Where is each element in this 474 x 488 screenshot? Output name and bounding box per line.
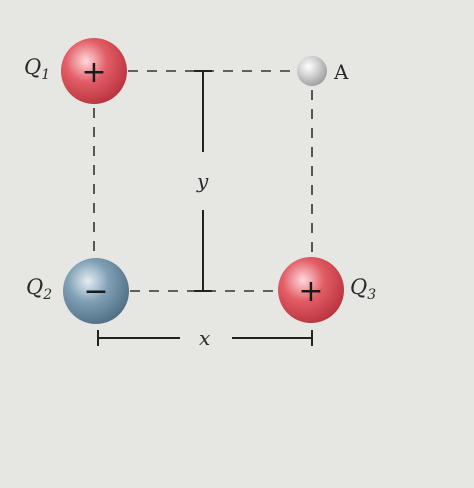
y-dimension-label: y xyxy=(196,169,209,193)
charge-q3: + xyxy=(278,257,344,323)
point-a xyxy=(297,56,327,86)
x-dimension-label: x xyxy=(199,326,210,350)
charge-q3-label: Q3 xyxy=(350,275,376,303)
charge-q3-sphere xyxy=(278,257,344,323)
charge-q1-sign: + xyxy=(81,55,106,90)
point-a-sphere xyxy=(297,56,327,86)
point-a-label: A xyxy=(333,60,349,84)
charge-q3-sign: + xyxy=(298,274,323,309)
charge-q2: − xyxy=(63,258,129,324)
charge-q2-label: Q2 xyxy=(26,275,52,303)
x-dimension xyxy=(97,330,313,346)
dashed-frame xyxy=(93,70,313,292)
charge-q2-sign: − xyxy=(83,274,108,309)
charge-q1-sphere xyxy=(61,38,127,104)
charge-q2-sphere xyxy=(63,258,129,324)
charge-q1-label: Q1 xyxy=(24,55,50,83)
charge-q1: + xyxy=(61,38,127,104)
y-dimension xyxy=(194,70,212,292)
